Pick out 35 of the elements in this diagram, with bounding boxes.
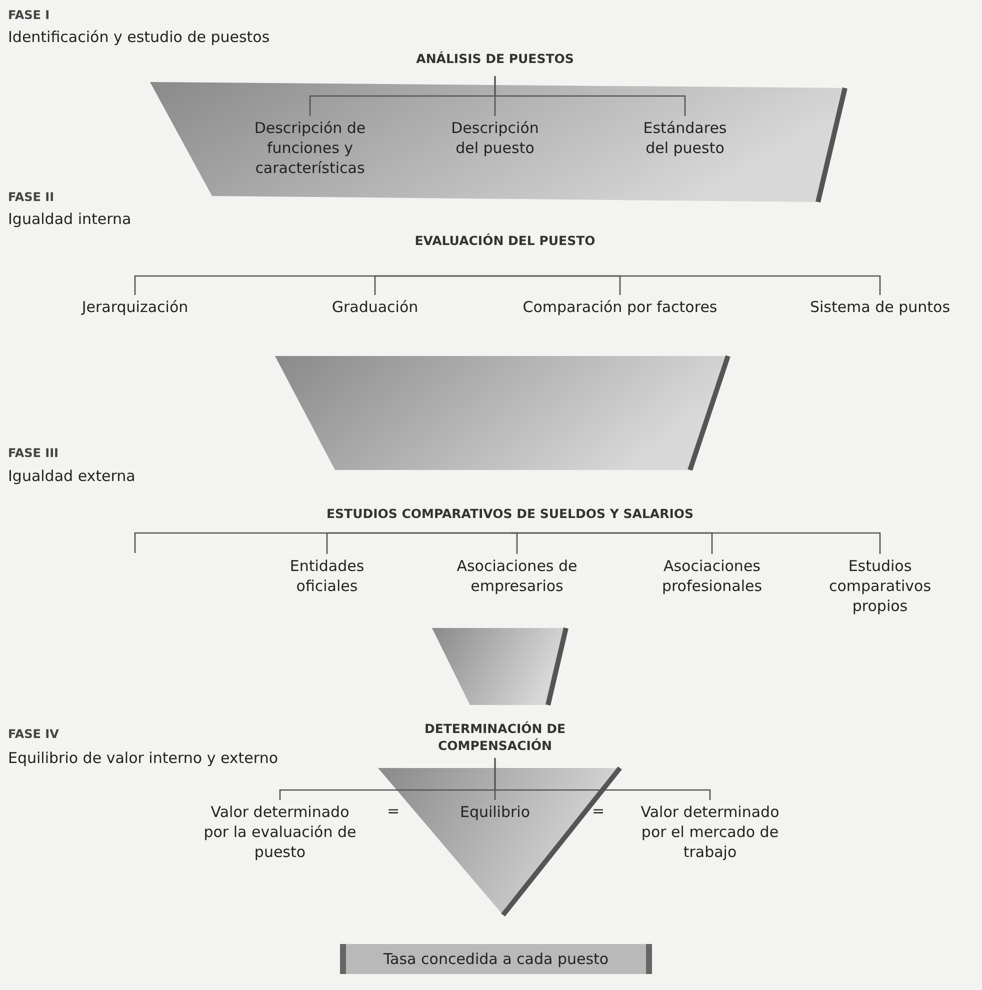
phase-number: FASE III <box>8 446 59 460</box>
phase-heading: EVALUACIÓN DEL PUESTO <box>414 232 596 249</box>
phase-heading: ESTUDIOS COMPARATIVOS DE SUELDOS Y SALARIOS <box>326 505 694 522</box>
item-label: Entidades oficiales <box>288 556 366 596</box>
phase-title: Igualdad externa <box>8 467 136 485</box>
phase-heading: ANÁLISIS DE PUESTOS <box>416 50 574 67</box>
item-label: Graduación <box>332 297 418 317</box>
bracket-line <box>374 275 506 295</box>
item-label: Asociaciones profesionales <box>660 556 764 596</box>
item-label: Sistema de puntos <box>810 297 950 317</box>
item-label: Equilibrio <box>460 802 530 822</box>
phase-number: FASE I <box>8 8 50 22</box>
bracket-line <box>494 758 711 800</box>
equals-sign: = <box>387 802 400 820</box>
item-label: Estándares del puesto <box>642 118 728 158</box>
bracket-line <box>509 532 881 554</box>
result-box: Tasa concedida a cada puesto <box>340 944 652 974</box>
bracket-line <box>326 532 511 554</box>
phase-title: Identificación y estudio de puestos <box>8 28 270 46</box>
phase-number: FASE IV <box>8 727 59 741</box>
phase-title: Igualdad interna <box>8 210 132 228</box>
phase-number: FASE II <box>8 190 54 204</box>
phase-heading: DETERMINACIÓN DE COMPENSACIÓN <box>423 720 566 754</box>
item-label: Valor determinado por el mercado de trabajo <box>640 802 780 862</box>
item-label: Descripción del puesto <box>450 118 540 158</box>
bracket-line <box>494 76 686 116</box>
bracket-line <box>504 275 881 295</box>
item-label: Comparación por factores <box>522 297 718 317</box>
item-label: Descripción de funciones y características <box>253 118 367 178</box>
item-label: Asociaciones de empresarios <box>456 556 578 596</box>
phase-title: Equilibrio de valor interno y externo <box>8 749 278 767</box>
item-label: Jerarquización <box>82 297 188 317</box>
equals-sign: = <box>592 802 605 820</box>
item-label: Estudios comparativos propios <box>828 556 932 616</box>
item-label: Valor determinado por la evaluación de puesto <box>202 802 358 862</box>
